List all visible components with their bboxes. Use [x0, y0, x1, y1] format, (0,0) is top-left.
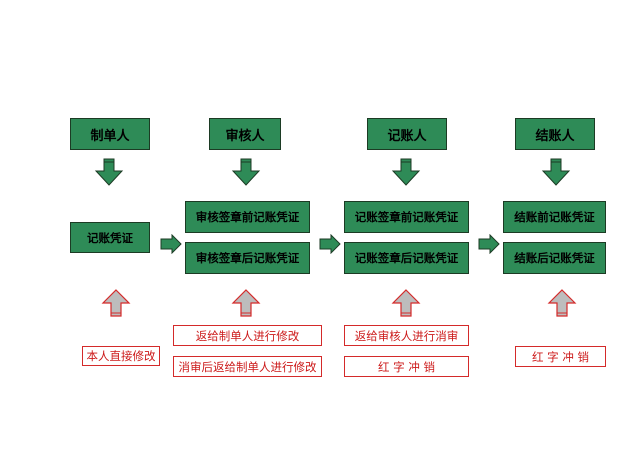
role-bookkeeper: 记账人	[367, 118, 447, 150]
note-closer-red: 红 字 冲 销	[515, 346, 606, 367]
stage-review-after: 审核签章后记账凭证	[185, 242, 310, 274]
down-arrow-icon	[94, 158, 124, 186]
stage-review-before: 审核签章前记账凭证	[185, 201, 310, 233]
down-arrow-icon	[231, 158, 261, 186]
note-bookkeeper-red: 红 字 冲 销	[344, 356, 469, 377]
stage-close-after: 结账后记账凭证	[503, 242, 606, 274]
up-arrow-icon	[101, 289, 131, 317]
note-bookkeeper-return: 返给审核人进行消审	[344, 325, 469, 346]
right-arrow-icon	[160, 234, 182, 254]
role-reviewer: 审核人	[209, 118, 281, 150]
note-reviewer-return: 返给制单人进行修改	[173, 325, 322, 346]
note-reviewer-unreview: 消审后返给制单人进行修改	[173, 356, 322, 377]
right-arrow-icon	[478, 234, 500, 254]
up-arrow-icon	[547, 289, 577, 317]
stage-prepare-voucher: 记账凭证	[70, 222, 150, 253]
stage-post-after: 记账签章后记账凭证	[344, 242, 469, 274]
right-arrow-icon	[319, 234, 341, 254]
stage-post-before: 记账签章前记账凭证	[344, 201, 469, 233]
up-arrow-icon	[231, 289, 261, 317]
stage-close-before: 结账前记账凭证	[503, 201, 606, 233]
up-arrow-icon	[391, 289, 421, 317]
down-arrow-icon	[391, 158, 421, 186]
role-closer: 结账人	[515, 118, 595, 150]
down-arrow-icon	[541, 158, 571, 186]
role-preparer: 制单人	[70, 118, 150, 150]
note-preparer-fix: 本人直接修改	[82, 346, 160, 366]
